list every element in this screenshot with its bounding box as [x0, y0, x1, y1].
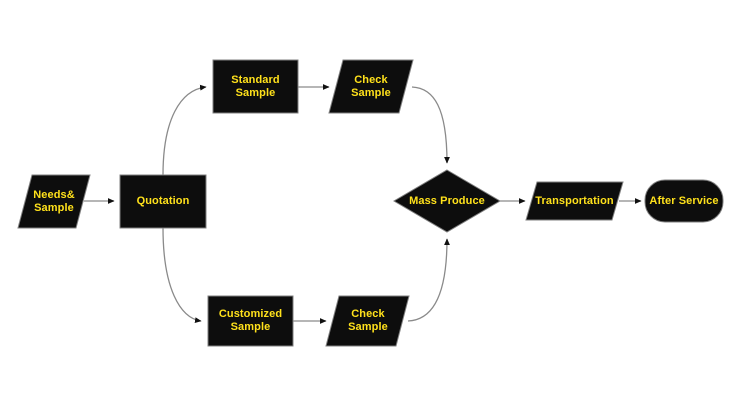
node-check-sample-bottom[interactable] [325, 295, 410, 347]
connector-check-bottom-to-mass [407, 238, 450, 322]
connector-quotation-to-customized [162, 227, 202, 324]
node-check-sample-top[interactable] [328, 59, 414, 114]
connector-check-top-to-mass [411, 86, 450, 164]
node-after-service[interactable] [644, 179, 724, 223]
connector-quotation-to-standard [162, 84, 207, 176]
node-mass-produce[interactable] [393, 169, 501, 233]
node-needs-sample[interactable] [17, 174, 91, 229]
node-transportation[interactable] [525, 181, 624, 221]
node-quotation[interactable] [119, 174, 207, 229]
node-standard-sample[interactable] [212, 59, 299, 114]
node-customized-sample[interactable] [207, 295, 294, 347]
